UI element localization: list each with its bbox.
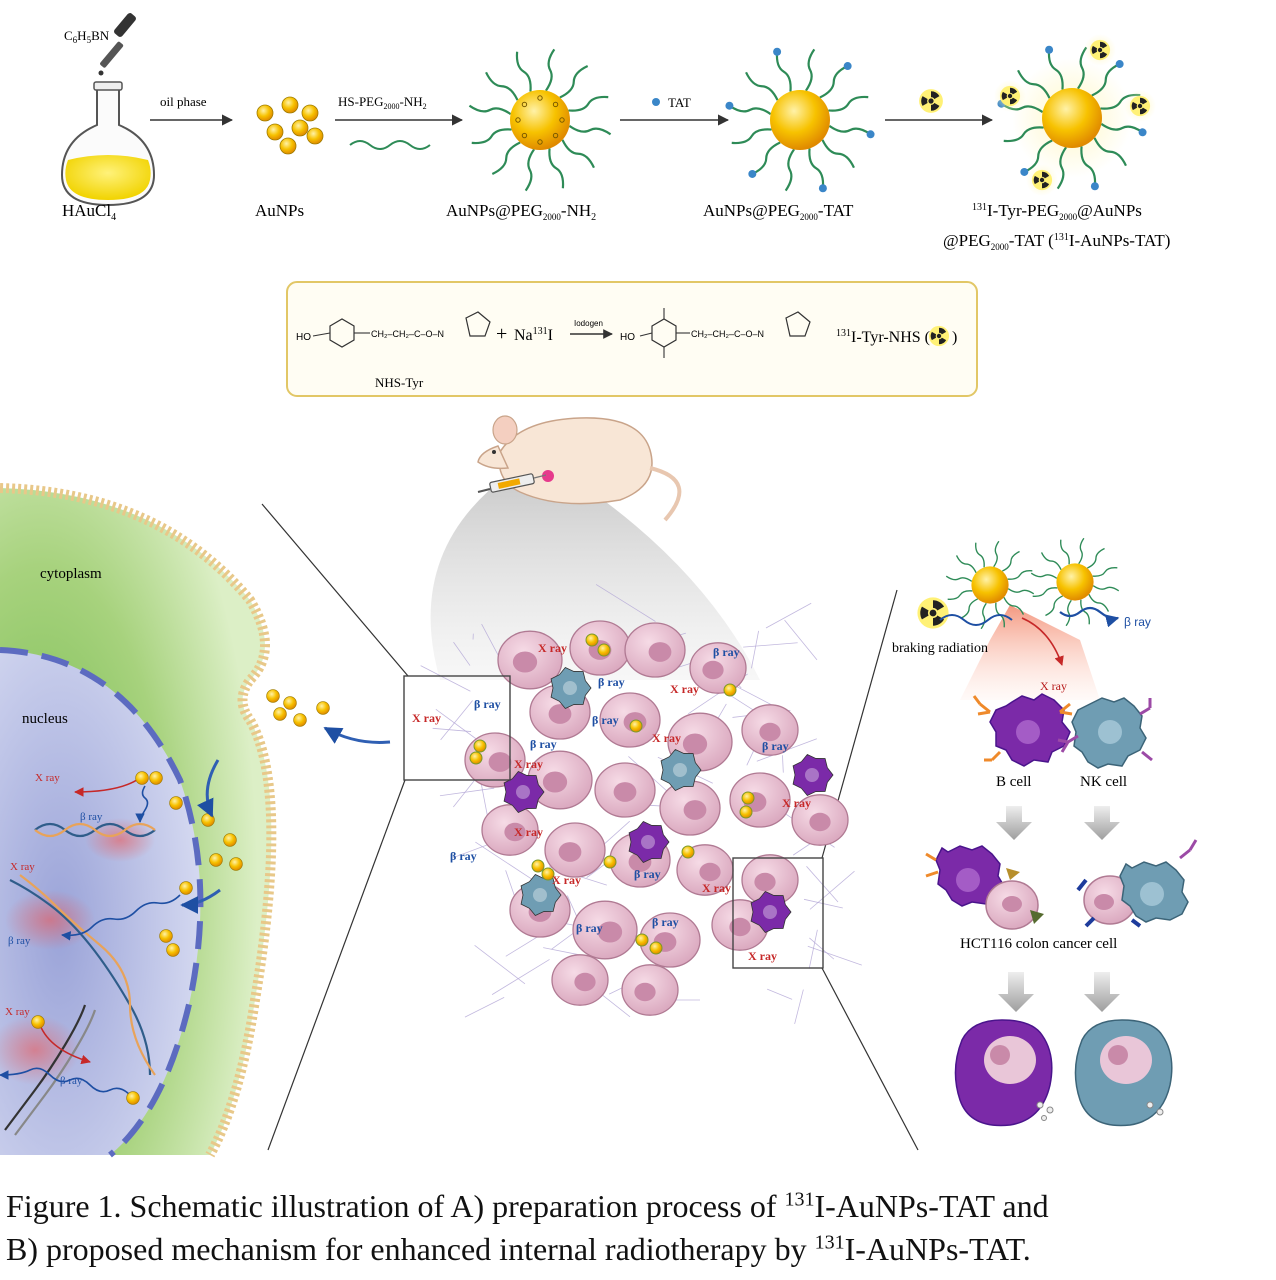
na131i-label: Na131I: [514, 326, 553, 344]
nuclear-envelope: [0, 647, 204, 1158]
ho-group-right: HO: [620, 332, 635, 343]
succinimide-left: [465, 311, 491, 337]
tumor-beta-7: β ray: [450, 849, 477, 863]
iodogen-label: Iodogen: [574, 319, 603, 328]
gray-arrows: [996, 806, 1120, 1012]
zoom-box-right: [732, 857, 824, 969]
x-ray-right: X ray: [1040, 679, 1067, 693]
aunps-cluster: [256, 96, 324, 155]
peg-chain-icon: [349, 140, 431, 150]
aunps-peg-nh2-particle: [468, 48, 612, 192]
ho-group-left: HO: [296, 332, 311, 343]
tumor-beta-5: β ray: [530, 737, 557, 751]
aunps-label: AuNPs: [255, 201, 304, 220]
tumor-beta-4: β ray: [592, 713, 619, 727]
b-cell-illustration: [972, 693, 1073, 767]
zoom-box-left: [403, 675, 511, 781]
radioactive-icon: [918, 88, 943, 113]
caption-line-2: B) proposed mechanism for enhanced inter…: [6, 1231, 1031, 1267]
step-peg-label: HS-PEG2000-NH2: [338, 94, 427, 111]
final-label-line1: 131I-Tyr-PEG2000@AuNPs: [972, 201, 1142, 222]
tumor-beta-3: β ray: [474, 697, 501, 711]
tumor-xray-7: X ray: [514, 825, 543, 839]
chain-right: CH₂–CH₂–C–O–N: [691, 329, 764, 339]
x-ray-fan: [960, 605, 1100, 700]
aunps-peg-nh2-label: AuNPs@PEG2000-NH2: [446, 201, 596, 223]
tumor-xray-4: X ray: [652, 731, 681, 745]
braking-radiation-label: braking radiation: [892, 641, 988, 656]
succinimide-right: [785, 311, 811, 337]
tumor-cell-cluster: [420, 584, 862, 1025]
final-label-line2: @PEG2000-TAT (131I-AuNPs-TAT): [943, 231, 1170, 252]
tumor-beta-10: β ray: [576, 921, 603, 935]
syringe-icon: [477, 473, 547, 493]
b-cell-label: B cell: [996, 774, 1031, 790]
tumor-xray-10: X ray: [748, 949, 777, 963]
cytoplasm-label: cytoplasm: [40, 566, 102, 582]
chain-left: CH₂–CH₂–C–O–N: [371, 329, 444, 339]
beta-ray-label-3: β ray: [60, 1075, 83, 1087]
tumor-ray-labels: X ray β ray β ray X ray β ray X ray β ra…: [412, 641, 811, 963]
plus-sign: +: [496, 323, 507, 345]
zoom-line-top-left: [261, 503, 409, 677]
schematic-diagram: C6H5BN oil phase HS-PEG2000-NH2 TAT: [0, 13, 1198, 1158]
nk-cell-label: NK cell: [1080, 774, 1127, 790]
dna-strands: [4, 822, 156, 1136]
cell-cross-section: cytoplasm nucleus X ray β ray X ray: [0, 483, 391, 1158]
aunps-peg-tat-particle: [725, 47, 875, 193]
tumor-beta-2: β ray: [598, 675, 625, 689]
reagent-label: C6H5BN: [64, 28, 110, 45]
x-ray-label-1: X ray: [35, 772, 60, 784]
tat-dot-icon: [652, 98, 660, 106]
beta-ray-right: β ray: [1124, 615, 1151, 629]
tumor-xray-1: X ray: [538, 641, 567, 655]
haucl4-label: HAuCl4: [62, 201, 116, 223]
mouse-illustration: [477, 415, 682, 522]
zoom-line-bottom-left: [267, 779, 406, 1151]
dropper-icon: [98, 13, 136, 76]
figure-caption: Figure 1. Schematic illustration of A) p…: [6, 1185, 1272, 1271]
tumor-beta-6: β ray: [762, 739, 789, 753]
nk-cell-illustration: [1057, 697, 1153, 769]
step-oil-label: oil phase: [160, 94, 207, 109]
step-tat-label: TAT: [668, 95, 691, 110]
tumor-xray-5: X ray: [514, 757, 543, 771]
reaction-flask: [60, 81, 156, 207]
b-cell-engaging-cancer-cell: [925, 845, 1044, 930]
caption-line-1: Figure 1. Schematic illustration of A) p…: [6, 1188, 1049, 1224]
dying-cell-b: [954, 1019, 1054, 1127]
product-label: 131I-Tyr-NHS (: [836, 328, 930, 346]
nhs-tyr-label: NHS-Tyr: [375, 375, 424, 390]
tumor-xray-3: X ray: [412, 711, 441, 725]
hct116-label: HCT116 colon cancer cell: [960, 936, 1117, 952]
nk-cell-engaging-cancer-cell: [1076, 839, 1198, 928]
tumor-xray-6: X ray: [782, 796, 811, 810]
tumor-beta-9: β ray: [652, 915, 679, 929]
tumor-xray-8: X ray: [552, 873, 581, 887]
reaction-scheme-box: HO CH₂–CH₂–C–O–N NHS-Tyr + Na131I Iodoge…: [286, 281, 978, 397]
tumor-beta-8: β ray: [634, 867, 661, 881]
dying-cell-nk: [1074, 1019, 1173, 1127]
tumor-xray-2: X ray: [670, 682, 699, 696]
aunps-peg-tat-label: AuNPs@PEG2000-TAT: [703, 201, 854, 222]
cell-membrane: [0, 483, 277, 1158]
zoom-line-bottom-right: [821, 967, 919, 1151]
tumor-xray-9: X ray: [702, 881, 731, 895]
beta-ray-label-1: β ray: [80, 811, 103, 823]
immune-activation-detail: β ray braking radiation X ray B cell: [892, 537, 1198, 1127]
x-ray-label-3: X ray: [5, 1006, 30, 1018]
tumor-beta-1: β ray: [713, 645, 740, 659]
beta-ray-label-2: β ray: [8, 935, 31, 947]
radioactive-icon-right: [916, 597, 949, 629]
panel-b-mechanism: cytoplasm nucleus X ray β ray X ray: [0, 415, 1198, 1158]
panel-a-synthesis: C6H5BN oil phase HS-PEG2000-NH2 TAT: [60, 13, 1170, 397]
nucleus-label: nucleus: [22, 711, 68, 727]
product-close-paren: ): [952, 329, 957, 346]
final-131i-aunps-tat-particle: [994, 34, 1156, 196]
x-ray-label-2: X ray: [10, 861, 35, 873]
projection-cone: [430, 460, 760, 680]
benzene-ring-left: [329, 318, 355, 348]
